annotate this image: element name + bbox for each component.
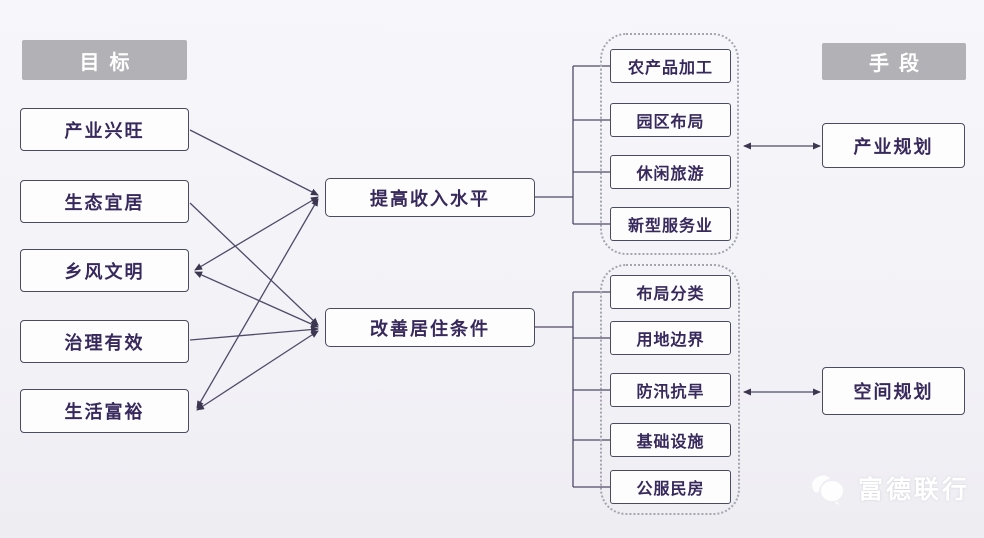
- industry-item-new-services: 新型服务业: [610, 207, 731, 241]
- plan-box-industry-planning: 产业规划: [822, 123, 965, 168]
- goal-header: 目标: [22, 40, 187, 80]
- means-header: 手段: [822, 43, 966, 80]
- industry-item-leisure-tourism: 休闲旅游: [610, 155, 731, 189]
- space-group-container: [600, 264, 740, 515]
- goal-box-ecological-livability: 生态宜居: [20, 180, 189, 223]
- goal-box-prosperous-life: 生活富裕: [20, 389, 189, 433]
- space-item-infrastructure: 基础设施: [610, 423, 731, 457]
- industry-item-agri-processing: 农产品加工: [610, 49, 731, 83]
- logo-icon: [812, 475, 843, 505]
- goal-box-effective-governance: 治理有效: [20, 320, 189, 363]
- logo-text: 富德联行: [858, 476, 971, 504]
- industry-item-park-layout: 园区布局: [610, 103, 731, 137]
- objective-box-raise-income: 提高收入水平: [325, 178, 535, 217]
- plan-box-space-planning: 空间规划: [822, 367, 965, 415]
- space-item-flood-drought: 防汛抗旱: [610, 373, 731, 407]
- space-item-public-housing: 公服民房: [610, 470, 731, 504]
- objective-box-improve-living: 改善居住条件: [325, 308, 535, 347]
- space-item-layout-classification: 布局分类: [610, 275, 731, 309]
- goal-box-industry-prosperity: 产业兴旺: [20, 108, 189, 151]
- brand-logo: 富德联行: [806, 467, 970, 509]
- industry-group-container: [600, 33, 739, 255]
- goal-box-rural-civility: 乡风文明: [20, 249, 189, 292]
- space-item-land-boundary: 用地边界: [610, 321, 731, 355]
